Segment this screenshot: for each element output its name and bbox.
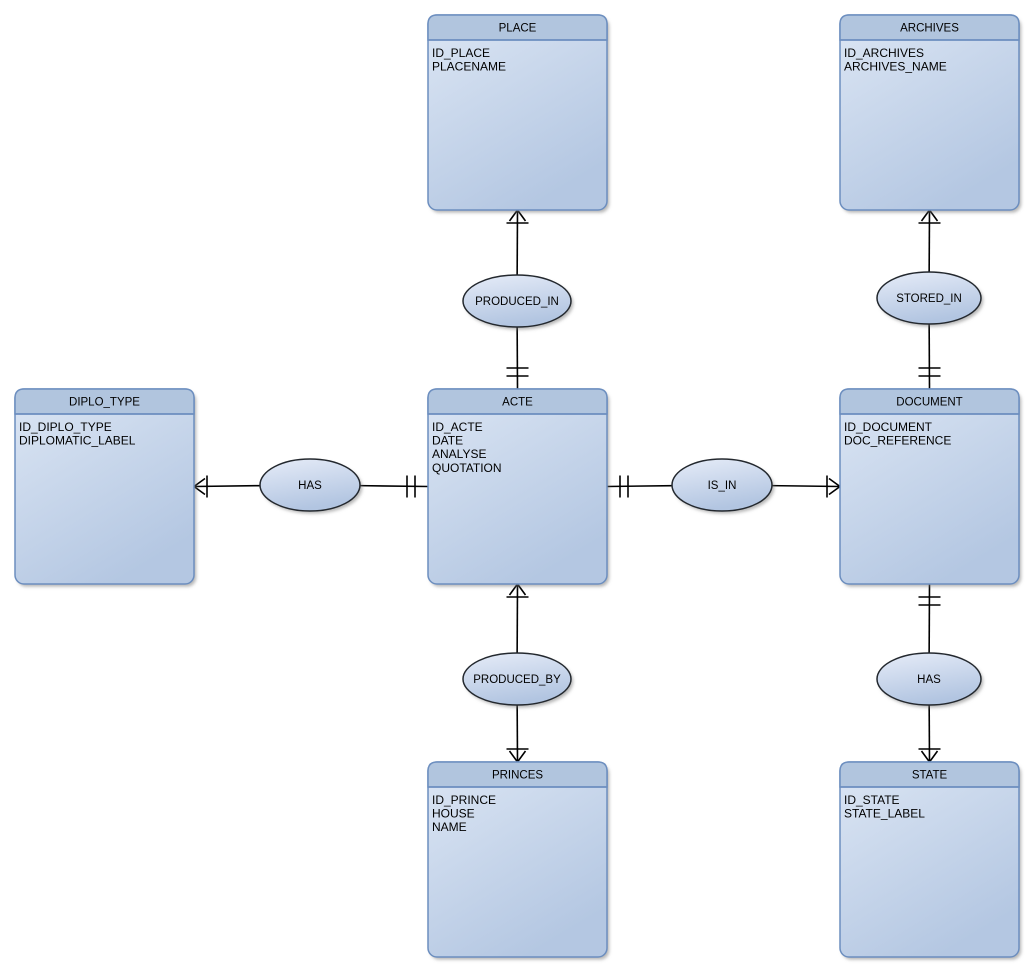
relationship-has_state[interactable]: HAS (876, 652, 982, 706)
relationship-has_diplo[interactable]: HAS (259, 458, 361, 512)
relationships-layer: PRODUCED_IN STORED_IN HAS IS_IN PRODUCED_BY H… (259, 271, 982, 706)
connector-has_state-state (918, 704, 941, 764)
entity-title: STATE (912, 770, 948, 782)
entity-attribute: NAME (432, 820, 467, 834)
entity-header (14, 388, 195, 415)
connector-produced_by-princes (506, 704, 529, 764)
connectors-layer (192, 208, 941, 764)
entity-box[interactable] (427, 388, 608, 585)
relationship-label: PRODUCED_IN (475, 296, 559, 308)
relationship-label: STORED_IN (896, 293, 962, 305)
connector-is_in-document (771, 475, 842, 498)
entity-header (839, 761, 1020, 788)
entity-header (427, 761, 608, 788)
connector-has_diplo-acte (359, 475, 429, 498)
entity-box[interactable] (427, 14, 608, 211)
relationship-ellipse[interactable] (876, 652, 982, 706)
relationship-label: HAS (298, 480, 322, 492)
entity-title: PRINCES (492, 770, 543, 782)
entity-attribute: DIPLOMATIC_LABEL (19, 434, 136, 448)
entity-box[interactable] (839, 388, 1020, 585)
relationship-ellipse[interactable] (876, 271, 982, 325)
relationship-label: PRODUCED_BY (473, 674, 561, 686)
entity-attribute: PLACENAME (432, 60, 506, 74)
entity-attribute: ID_ARCHIVES (844, 46, 924, 60)
entity-attribute: DOC_REFERENCE (844, 434, 951, 448)
entity-header (427, 388, 608, 415)
connector-has_state-document (918, 583, 941, 654)
entity-title: DIPLO_TYPE (69, 397, 140, 409)
relationship-ellipse[interactable] (259, 458, 361, 512)
entity-attribute: ID_DIPLO_TYPE (19, 420, 112, 434)
entity-attribute: ARCHIVES_NAME (844, 60, 947, 74)
entity-attribute: ID_DOCUMENT (844, 420, 933, 434)
entity-box[interactable] (14, 388, 195, 585)
entity-attribute: DATE (432, 434, 463, 448)
connector-line (359, 484, 429, 488)
relationship-ellipse[interactable] (462, 652, 572, 706)
entity-attribute: HOUSE (432, 807, 475, 821)
entity-box[interactable] (839, 761, 1020, 958)
connector-line (606, 484, 673, 488)
entity-box[interactable] (427, 761, 608, 958)
connector-line (771, 484, 841, 488)
connector-produced_in-acte (506, 326, 529, 390)
relationship-label: IS_IN (708, 480, 737, 492)
connector-stored_in-archives (918, 208, 941, 273)
entity-title: DOCUMENT (896, 397, 962, 409)
entity-attribute: ANALYSE (432, 447, 486, 461)
entity-title: ACTE (502, 397, 533, 409)
entity-title: PLACE (499, 23, 537, 35)
connector-stored_in-document (918, 323, 941, 390)
connector-produced_in-place (506, 208, 529, 276)
entity-attribute: ID_STATE (844, 793, 900, 807)
relationship-produced_in[interactable]: PRODUCED_IN (462, 274, 572, 328)
relationship-is_in[interactable]: IS_IN (671, 458, 773, 512)
entity-attribute: ID_ACTE (432, 420, 483, 434)
entity-attribute: STATE_LABEL (844, 807, 925, 821)
entity-attribute: ID_PLACE (432, 46, 490, 60)
entity-attribute: QUOTATION (432, 461, 502, 475)
relationship-ellipse[interactable] (462, 274, 572, 328)
entity-box[interactable] (839, 14, 1020, 211)
relationship-ellipse[interactable] (671, 458, 773, 512)
connector-has_diplo-diplo_type (192, 475, 261, 498)
entity-title: ARCHIVES (900, 23, 959, 35)
entity-attribute: ID_PRINCE (432, 793, 496, 807)
entity-header (839, 14, 1020, 41)
relationship-stored_in[interactable]: STORED_IN (876, 271, 982, 325)
entity-header (839, 388, 1020, 415)
relationship-produced_by[interactable]: PRODUCED_BY (462, 652, 572, 706)
connector-produced_by-acte (506, 582, 529, 654)
relationship-label: HAS (917, 674, 941, 686)
connector-line (193, 484, 261, 488)
entity-header (427, 14, 608, 41)
connector-is_in-acte (606, 475, 673, 498)
